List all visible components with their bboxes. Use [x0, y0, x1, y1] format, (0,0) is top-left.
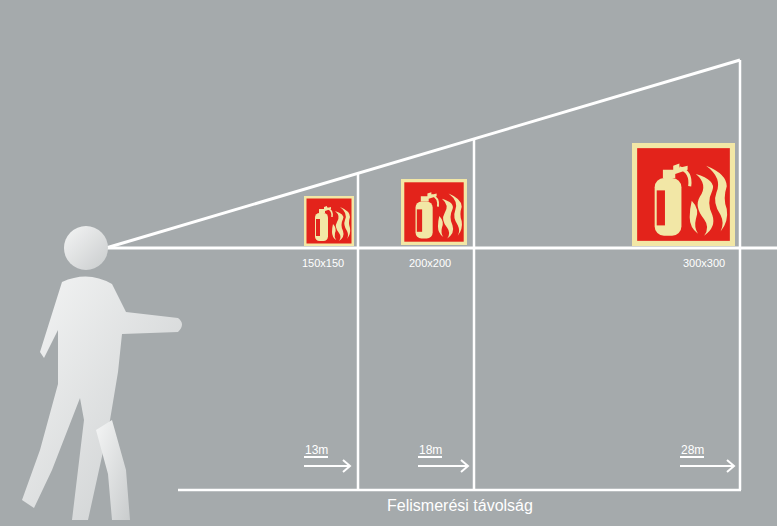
- distance-line: [357, 174, 360, 490]
- eye-level-line: [106, 247, 777, 250]
- person-figure: [22, 226, 182, 520]
- distance-label: 28m: [681, 444, 704, 456]
- size-label: 150x150: [302, 258, 344, 269]
- baseline: [178, 489, 741, 492]
- distance-label: 18m: [419, 444, 442, 456]
- size-label: 200x200: [409, 258, 451, 269]
- size-label: 300x300: [683, 258, 725, 269]
- fire-extinguisher-sign: [632, 143, 735, 246]
- sight-line: [106, 60, 740, 248]
- fire-extinguisher-sign: [401, 179, 467, 245]
- distance-label: 13m: [305, 444, 328, 456]
- distance-arrows: [304, 457, 734, 472]
- distance-line: [473, 139, 476, 490]
- fire-extinguisher-sign: [304, 196, 354, 246]
- distance-line: [739, 60, 742, 490]
- axis-label: Felismerési távolság: [387, 498, 533, 514]
